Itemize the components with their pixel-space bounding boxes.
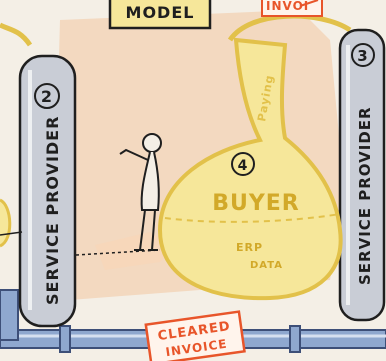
model-label: MODEL bbox=[126, 3, 195, 22]
right-service-provider-label: SERVICE PROVIDER bbox=[356, 106, 374, 285]
figure-legs bbox=[139, 209, 156, 251]
buyer-number-circle bbox=[231, 152, 255, 176]
figure-body bbox=[140, 151, 160, 211]
floor-line bbox=[75, 249, 161, 256]
figure-head bbox=[142, 133, 162, 153]
right-provider-number: 3 bbox=[357, 47, 368, 65]
right-pillar-body bbox=[338, 28, 386, 322]
left-pillar-body bbox=[18, 54, 77, 328]
right-number-circle bbox=[351, 43, 375, 67]
top-left-yellow-pipe bbox=[0, 22, 33, 47]
erp-label: ERP bbox=[236, 241, 263, 254]
model-box-frame bbox=[108, 0, 212, 30]
left-service-provider-pillar: 2 SERVICE PROVIDER bbox=[18, 54, 77, 328]
figure-arm bbox=[119, 148, 149, 161]
left-vertical-pipe bbox=[0, 289, 19, 341]
left-floor-line bbox=[0, 231, 23, 236]
buyer-number: 4 bbox=[238, 158, 249, 174]
data-label: DATA bbox=[250, 260, 283, 271]
right-service-provider-pillar: 3 SERVICE PROVIDER bbox=[338, 28, 386, 322]
left-service-provider-label: SERVICE PROVIDER bbox=[43, 116, 62, 305]
pipe-joint-1 bbox=[59, 325, 71, 353]
invoice-top-box: INVOI bbox=[261, 0, 323, 17]
model-box: MODEL bbox=[108, 0, 212, 30]
buyer-label: BUYER bbox=[212, 191, 300, 216]
buyer-flask: Paying 4 BUYER ERP DATA bbox=[157, 37, 343, 301]
cleared-invoice-box: CLEARED INVOICE bbox=[144, 310, 246, 361]
pipe-joint-2 bbox=[289, 325, 301, 353]
left-number-circle bbox=[34, 83, 60, 109]
invoice-top-arrow-icon bbox=[299, 0, 319, 7]
cleared-invoice-frame bbox=[144, 310, 246, 361]
invoice-top-label: INVOI bbox=[266, 0, 309, 13]
buyer-flask-body bbox=[157, 37, 343, 301]
stick-figure bbox=[119, 133, 162, 251]
buyer-divider-line bbox=[164, 213, 341, 223]
left-provider-number: 2 bbox=[41, 87, 53, 106]
